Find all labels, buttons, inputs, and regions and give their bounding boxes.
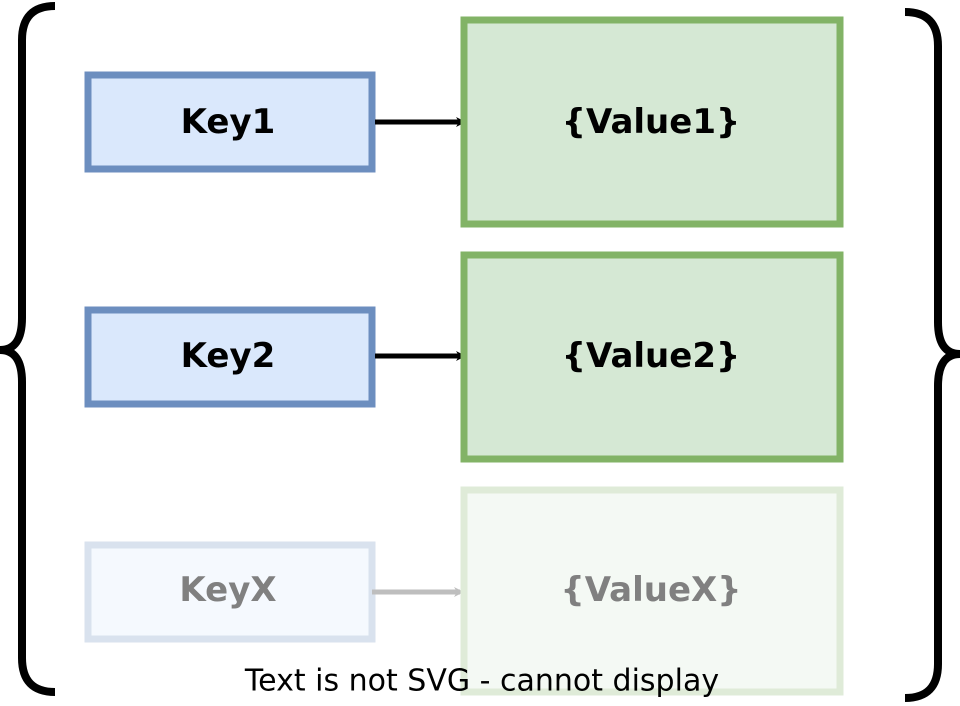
key-box-2: [84, 306, 376, 408]
right-brace: [904, 8, 960, 702]
value-label-x: {ValueX}: [561, 570, 742, 610]
value-box-2: [460, 251, 844, 463]
key-box-x: [84, 541, 376, 643]
left-brace: [0, 2, 56, 696]
key-box-1: [84, 71, 376, 173]
value-box-1: [460, 16, 844, 228]
entry-row-x: [84, 486, 844, 696]
entry-row-1: Key1 {Value1}: [84, 16, 844, 228]
footer-warning-text: Text is not SVG - cannot display: [244, 664, 719, 699]
entry-row-2: Key2 {Value2}: [84, 251, 844, 463]
key-label-1: Key1: [181, 102, 276, 142]
key-label-2: Key2: [181, 336, 276, 376]
value-label-1: {Value1}: [562, 102, 740, 142]
key-label-x: KeyX: [179, 570, 276, 610]
value-label-2: {Value2}: [562, 336, 740, 376]
value-box-x: [460, 486, 844, 696]
